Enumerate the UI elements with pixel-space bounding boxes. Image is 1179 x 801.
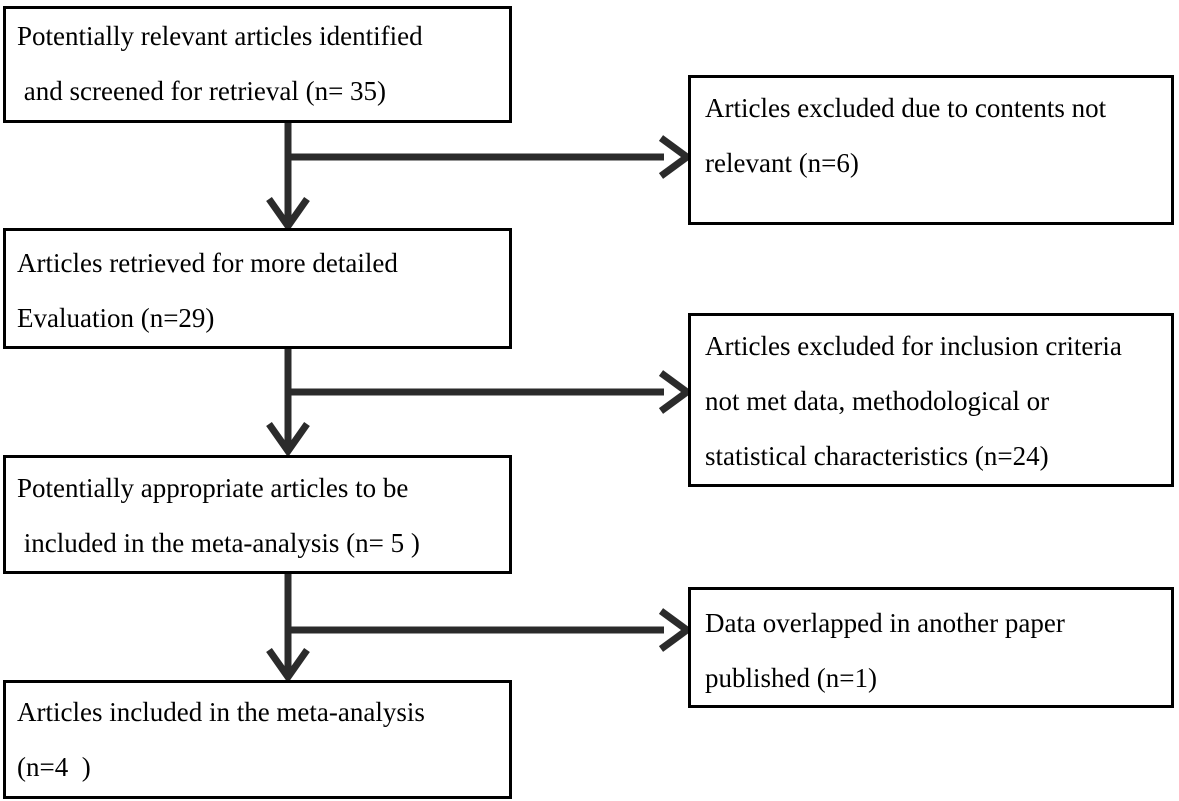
box-identified-screened: Potentially relevant articles identified… [3,6,512,123]
box-excluded-not-relevant: Articles excluded due to contents not re… [688,75,1174,225]
box-text-line: and screened for retrieval (n= 35) [17,76,387,106]
box-text-line: not met data, methodological or [705,386,1050,416]
box-excluded-inclusion-criteria: Articles excluded for inclusion criteria… [688,313,1174,487]
box-text-line: published (n=1) [705,663,877,693]
arrow-appropriate-to-overlapped [286,608,693,652]
box-text-line: Articles included in the meta-analysis [17,697,425,727]
box-included-in-meta-analysis: Articles included in the meta-analysis (… [3,680,512,799]
box-text-line: Evaluation (n=29) [17,303,215,333]
arrow-appropriate-to-included [266,573,310,684]
box-data-overlapped: Data overlapped in another paper publish… [688,587,1174,708]
box-potentially-appropriate: Potentially appropriate articles to be i… [3,455,512,574]
arrow-identified-to-retrieved [266,122,310,233]
box-retrieved-for-evaluation: Articles retrieved for more detailed Eva… [3,228,512,349]
arrow-identified-to-excluded-not-relevant [286,135,693,179]
arrowhead-down-icon [266,421,310,458]
arrow-retrieved-to-excluded-criteria [286,370,693,414]
arrowhead-down-icon [266,647,310,684]
box-text-line: Articles retrieved for more detailed [17,248,398,278]
box-text-line: relevant (n=6) [705,148,859,178]
box-text-line: statistical characteristics (n=24) [705,441,1049,471]
arrowhead-right-icon [658,370,693,414]
box-text-line: Data overlapped in another paper [705,608,1065,638]
arrow-retrieved-to-appropriate [266,349,310,458]
box-text-line: included in the meta-analysis (n= 5 ) [17,528,420,558]
arrowhead-right-icon [658,135,693,179]
box-text-line: Potentially relevant articles identified [17,21,423,51]
box-text-line: Articles excluded for inclusion criteria [705,331,1122,361]
box-text-line: Articles excluded due to contents not [705,93,1107,123]
arrowhead-right-icon [658,608,693,652]
arrowhead-down-icon [266,196,310,233]
box-text-line: Potentially appropriate articles to be [17,473,409,503]
box-text-line: (n=4 ) [17,752,91,782]
